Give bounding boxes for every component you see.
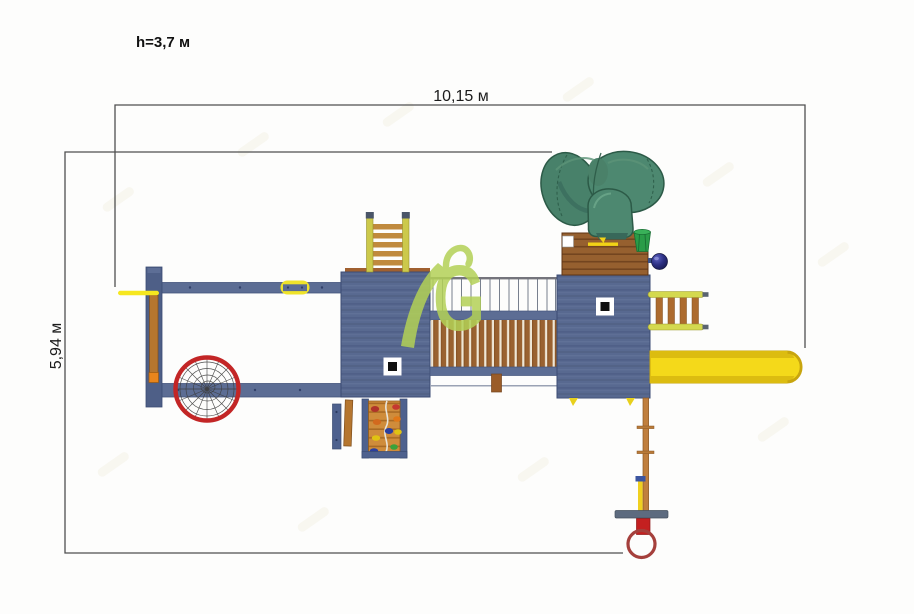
wooden-ladder — [365, 212, 410, 273]
depth-dimension-line — [64, 151, 623, 554]
watermark-letter: G — [433, 247, 485, 350]
dimension-annotations: 10,15 м 5,94 м h=3,7 м — [48, 34, 806, 554]
entry-post-with-ladder — [118, 266, 163, 408]
brand-watermark: G — [401, 244, 485, 351]
gym-rings-swing — [614, 397, 669, 560]
yellow-marker — [588, 237, 618, 246]
playground-structure — [118, 150, 803, 560]
monkey-beam-top — [157, 280, 345, 295]
tower-2 — [556, 274, 651, 406]
side-rung-ladder — [647, 291, 709, 331]
straight-slide — [649, 350, 803, 384]
height-note-label: h=3,7 м — [136, 34, 190, 51]
width-dimension-label: 10,15 м — [433, 88, 488, 105]
platform-window — [562, 235, 574, 248]
finial-ball — [648, 253, 668, 270]
depth-dimension-label: 5,94 м — [48, 323, 65, 370]
platform-fittings — [588, 229, 651, 252]
ghost-watermarks — [97, 77, 849, 532]
spider-web-climber — [173, 355, 241, 423]
arched-bridge — [429, 277, 559, 393]
width-dimension-line — [114, 104, 806, 348]
climbing-wall — [332, 398, 408, 459]
ring — [626, 528, 657, 560]
green-bucket — [633, 229, 651, 252]
spiral-tube-slide — [540, 150, 665, 240]
yellow-handle — [118, 290, 159, 296]
web-ring — [173, 355, 241, 423]
